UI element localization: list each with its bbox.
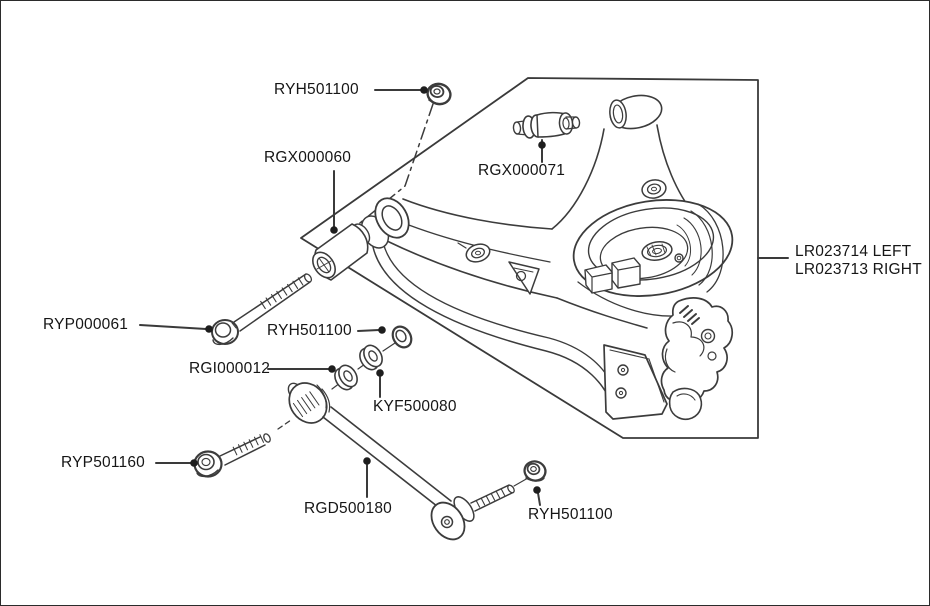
part-label-link-rod: RGD500180 <box>304 500 392 517</box>
part-label-arm-right: LR023713 RIGHT <box>795 261 922 278</box>
top-nut-part <box>426 82 452 106</box>
upper-control-arm <box>372 94 734 421</box>
part-label-arm-bushing: RGX000071 <box>478 162 566 179</box>
part-label-washer-inner: RGI000012 <box>189 360 271 377</box>
mount-boss-left <box>457 242 491 263</box>
knuckle-foot <box>668 387 703 421</box>
lower-bolt-part <box>193 433 271 478</box>
part-label-arm-left: LR023714 LEFT <box>795 243 912 260</box>
knuckle-bracket <box>660 297 734 403</box>
part-label-mid-nut: RYH501100 <box>267 322 352 339</box>
part-label-top-nut: RYH501100 <box>274 81 359 98</box>
bottom-plate <box>603 344 668 420</box>
part-label-lower-nut: RYH501100 <box>528 506 613 523</box>
front-bolt-part <box>211 273 313 346</box>
leader-lines <box>139 86 546 506</box>
washer-stack <box>331 325 413 391</box>
lower-nut-part <box>523 460 547 482</box>
arm-bushing-part <box>512 111 581 139</box>
mount-boss-upper <box>641 179 667 199</box>
folded-tabs <box>584 257 641 294</box>
part-label-front-bolt: RYP000061 <box>43 316 129 333</box>
part-label-front-bushing: RGX000060 <box>264 149 352 166</box>
part-label-washer-outer: KYF500080 <box>373 398 457 415</box>
front-bushing-part <box>312 197 410 281</box>
link-rod-part <box>277 382 529 541</box>
part-label-lower-bolt: RYP501160 <box>61 454 145 471</box>
triangle-bracket <box>508 261 540 295</box>
bounding-box <box>300 77 789 439</box>
